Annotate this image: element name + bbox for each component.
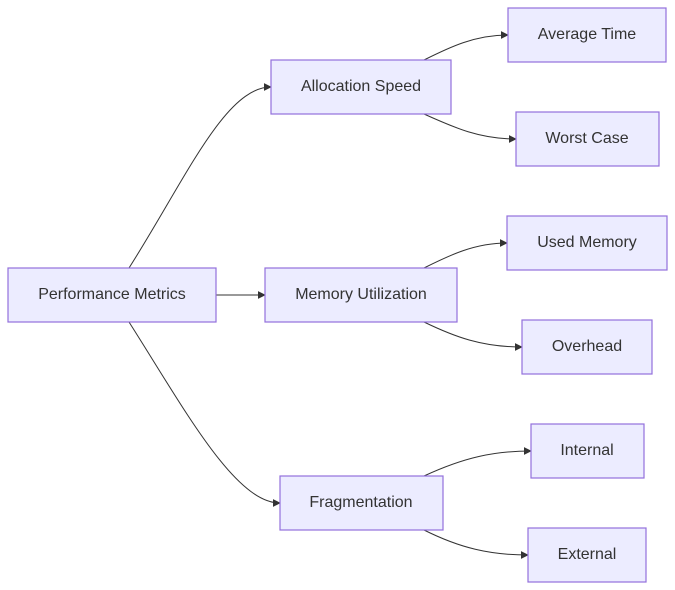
node-memory-utilization-label: Memory Utilization (295, 286, 427, 303)
node-external-label: External (558, 546, 617, 563)
node-performance-metrics-label: Performance Metrics (38, 286, 186, 303)
node-performance-metrics: Performance Metrics (7, 267, 217, 323)
edge-memory-utilization-to-used-memory (423, 239, 508, 269)
edge-fragmentation-to-external (423, 529, 529, 559)
node-allocation-speed: Allocation Speed (270, 59, 452, 115)
edge-root-to-allocation-speed (128, 83, 272, 269)
node-overhead-label: Overhead (552, 338, 622, 355)
edge-fragmentation-to-internal (423, 447, 532, 477)
node-external: External (527, 527, 647, 583)
edge-allocation-speed-to-worst-case (423, 113, 517, 143)
node-fragmentation: Fragmentation (279, 475, 444, 531)
edge-memory-utilization-to-overhead (423, 321, 523, 351)
node-overhead: Overhead (521, 319, 653, 375)
node-used-memory-label: Used Memory (537, 234, 637, 251)
node-average-time-label: Average Time (538, 26, 637, 43)
node-internal: Internal (530, 423, 645, 479)
edge-root-to-fragmentation (128, 321, 281, 507)
edge-allocation-speed-to-average-time (423, 31, 509, 61)
node-allocation-speed-label: Allocation Speed (301, 78, 421, 95)
node-internal-label: Internal (560, 442, 613, 459)
node-worst-case: Worst Case (515, 111, 660, 167)
node-average-time: Average Time (507, 7, 667, 63)
node-worst-case-label: Worst Case (545, 130, 628, 147)
edges (128, 31, 532, 559)
node-fragmentation-label: Fragmentation (309, 494, 412, 511)
node-used-memory: Used Memory (506, 215, 668, 271)
node-memory-utilization: Memory Utilization (264, 267, 458, 323)
